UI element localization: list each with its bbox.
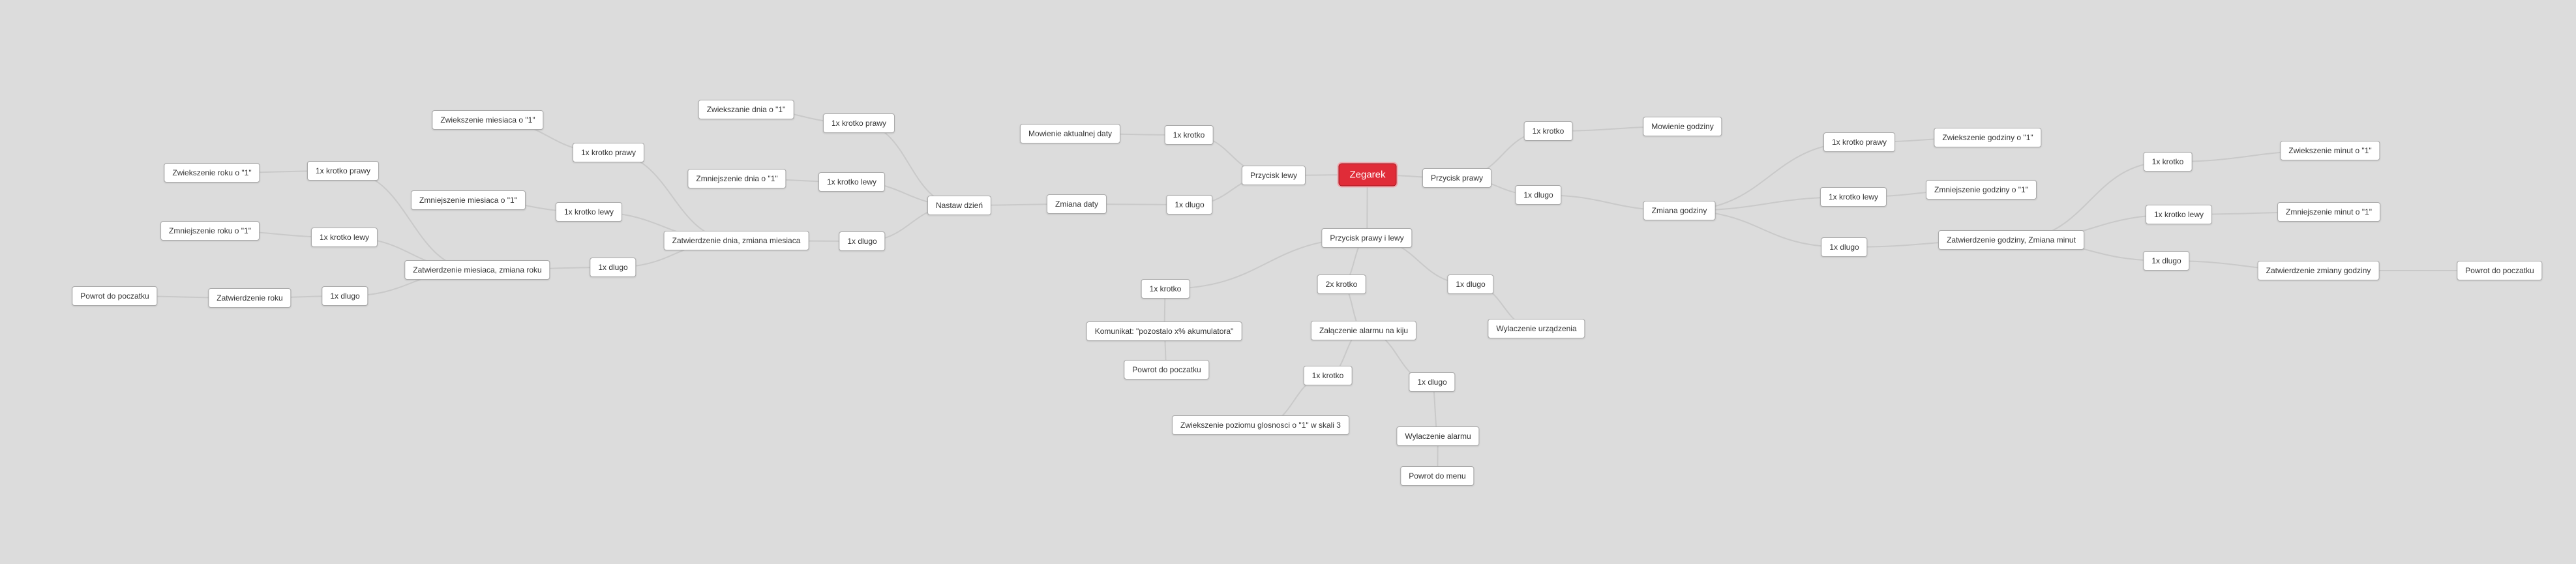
root-node[interactable]: Zegarek [1338, 163, 1397, 186]
node-zmniejsz-roku[interactable]: Zmniejszenie roku o "1" [160, 221, 260, 241]
node-zmiana-daty[interactable]: Zmiana daty [1046, 194, 1107, 214]
edge-nastaw-dzien-to-nd-krotko-prawy [858, 123, 960, 206]
node-zmin-krotko[interactable]: 1x krotko [2143, 152, 2193, 171]
node-za-dlugo[interactable]: 1x dlugo [1409, 372, 1456, 392]
node-zatw-dnia[interactable]: Zatwierdzenie dnia, zmiana miesiaca [663, 231, 809, 250]
node-powrot-rok[interactable]: Powrot do poczatku [72, 286, 158, 306]
node-zwieksz-dnia[interactable]: Zwiekszanie dnia o "1" [698, 100, 794, 119]
node-zd-krotko-prawy[interactable]: 1x krotko prawy [572, 143, 645, 162]
node-po-krotko[interactable]: 1x krotko [1141, 279, 1190, 299]
node-powrot-kom[interactable]: Powrot do poczatku [1124, 360, 1210, 379]
node-powrot-godz[interactable]: Powrot do poczatku [2457, 261, 2543, 280]
node-zm-dlugo[interactable]: 1x dlugo [322, 286, 368, 306]
node-zmniejsz-dnia[interactable]: Zmniejszenie dnia o "1" [687, 169, 786, 188]
node-powrot-menu[interactable]: Powrot do menu [1400, 466, 1475, 486]
node-zatw-zmiany[interactable]: Zatwierdzenie zmiany godziny [2257, 261, 2380, 280]
node-przycisk-lewy[interactable]: Przycisk lewy [1241, 166, 1306, 185]
node-zd-dlugo[interactable]: 1x dlugo [590, 258, 637, 277]
node-zmniejsz-godziny[interactable]: Zmniejszenie godziny o "1" [1926, 180, 2037, 200]
node-zatw-roku[interactable]: Zatwierdzenie roku [208, 288, 292, 308]
node-nd-krotko-lewy[interactable]: 1x krotko lewy [818, 172, 886, 192]
node-zmin-krotko-lewy[interactable]: 1x krotko lewy [2145, 205, 2213, 224]
node-po-dlugo[interactable]: 1x dlugo [1447, 275, 1494, 294]
node-zwieksz-minut[interactable]: Zwiekszenie minut o "1" [2280, 141, 2380, 160]
node-mowienie-daty[interactable]: Mowienie aktualnej daty [1019, 124, 1121, 143]
node-wylaczenie-alarmu[interactable]: Wylaczenie alarmu [1396, 426, 1480, 446]
node-zm-krotko-lewy[interactable]: 1x krotko lewy [310, 228, 378, 247]
node-zwieksz-miesiaca[interactable]: Zwiekszenie miesiaca o "1" [432, 110, 544, 130]
node-po-2x-krotko[interactable]: 2x krotko [1317, 275, 1366, 294]
node-pl-dlugo[interactable]: 1x dlugo [1166, 195, 1213, 215]
node-zg-krotko-prawy[interactable]: 1x krotko prawy [1823, 132, 1896, 152]
node-zd-krotko-lewy[interactable]: 1x krotko lewy [555, 202, 623, 222]
edge-zatw-miesiaca-to-zm-krotko-prawy [342, 170, 478, 271]
node-zwieksz-roku[interactable]: Zwiekszenie roku o "1" [164, 163, 260, 183]
node-zg-dlugo[interactable]: 1x dlugo [1821, 237, 1868, 257]
node-zalaczenie-alarmu[interactable]: Załączenie alarmu na kiju [1310, 321, 1417, 340]
node-pp-dlugo[interactable]: 1x dlugo [1515, 185, 1562, 205]
node-zmin-dlugo[interactable]: 1x dlugo [2143, 251, 2190, 271]
node-komunikat[interactable]: Komunikat: "pozostalo x% akumulatora" [1086, 321, 1242, 341]
node-zmniejsz-miesiaca[interactable]: Zmniejszenie miesiaca o "1" [411, 190, 526, 210]
node-nd-krotko-prawy[interactable]: 1x krotko prawy [822, 113, 895, 133]
node-zwieksz-glosnosci[interactable]: Zwiekszenie poziomu glosnosci o "1" w sk… [1172, 415, 1349, 435]
node-nd-dlugo[interactable]: 1x dlugo [839, 231, 886, 251]
node-zatw-godziny[interactable]: Zatwierdzenie godziny, Zmiana minut [1938, 230, 2084, 250]
node-zmiana-godziny[interactable]: Zmiana godziny [1643, 201, 1716, 220]
node-przycisk-obu[interactable]: Przycisk prawy i lewy [1321, 228, 1413, 248]
node-zwieksz-godziny[interactable]: Zwiekszenie godziny o "1" [1934, 128, 2042, 147]
node-nastaw-dzien[interactable]: Nastaw dzień [927, 196, 992, 215]
node-za-krotko[interactable]: 1x krotko [1303, 366, 1353, 385]
node-zmniejsz-minut[interactable]: Zmniejszenie minut o "1" [2277, 202, 2380, 222]
node-zg-krotko-lewy[interactable]: 1x krotko lewy [1820, 187, 1887, 207]
node-zatw-miesiaca[interactable]: Zatwierdzenie miesiaca, zmiana roku [404, 260, 550, 280]
node-pl-krotko[interactable]: 1x krotko [1164, 125, 1214, 145]
node-przycisk-prawy[interactable]: Przycisk prawy [1422, 168, 1492, 188]
edge-zatw-dnia-to-zd-krotko-prawy [608, 152, 737, 241]
node-pp-krotko[interactable]: 1x krotko [1523, 121, 1573, 141]
node-mowienie-godziny[interactable]: Mowienie godziny [1643, 117, 1722, 136]
node-zm-krotko-prawy[interactable]: 1x krotko prawy [307, 161, 380, 181]
node-wylaczenie-urzadzenia[interactable]: Wylaczenie urządzenia [1488, 319, 1585, 338]
